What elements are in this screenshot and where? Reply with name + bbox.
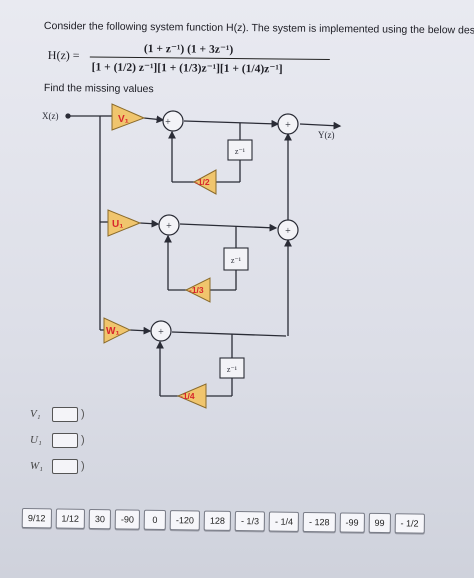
input-label: X(z) [42,111,59,121]
adder-3-sign: + [158,327,164,338]
adder-out-1 [277,113,299,135]
gain-u-label: U₁ [112,219,123,230]
adder-1 [162,110,184,132]
delay-label-3: z⁻¹ [227,365,238,374]
feedback-gain-3 [176,383,207,409]
answer-row-u: U₁ ) [30,430,85,450]
drag-tile[interactable]: 99 [368,512,391,534]
answer-label-u: U₁ [30,434,42,446]
answer-row-w: W₁ ) [30,456,85,476]
answer-box-u[interactable] [52,432,78,448]
gain-w-label: W₁ [106,326,120,337]
adder-2 [158,214,180,236]
drag-tile[interactable]: 0 [143,509,167,531]
adder-1-sign: + [165,117,171,128]
answer-box-v[interactable] [52,406,78,422]
drag-tile[interactable]: -120 [169,510,201,531]
delay-label-1: z⁻¹ [235,147,246,156]
adder-out-2 [277,219,299,241]
drag-tile[interactable]: - 1/3 [234,510,266,532]
drag-tile[interactable]: - 128 [302,511,336,533]
gain-u [107,209,142,237]
gain-v [111,103,146,131]
delay-box-2 [223,247,249,271]
answer-paren-w: ) [81,460,85,472]
drag-tile[interactable]: - 1/2 [394,513,425,534]
answer-label-v: V₁ [30,408,41,420]
drag-tile[interactable]: - 1/4 [268,511,300,532]
delay-label-2: z⁻¹ [231,256,242,265]
gain-w [103,317,132,344]
gain-v-label: V₁ [118,114,129,125]
output-label: Y(z) [318,130,335,140]
answer-label-w: W₁ [30,460,43,472]
delay-box-3 [219,357,245,379]
answer-row-v: V₁ ) [30,404,85,424]
feedback-3-label: -1/4 [180,391,195,401]
adder-out-1-sign: + [285,120,291,131]
answer-paren-u: ) [81,434,85,446]
drag-tile[interactable]: 30 [88,508,112,530]
input-node [65,113,71,119]
drag-tile[interactable]: -90 [114,509,141,530]
feedback-gain-1 [192,169,217,195]
delay-box-1 [227,139,253,161]
drag-tile[interactable]: 128 [203,510,232,531]
drag-tile[interactable]: -99 [339,512,365,533]
answer-box-w[interactable] [52,458,78,474]
feedback-gain-2 [184,277,211,303]
adder-out-2-sign: + [285,226,291,237]
drag-tile[interactable]: 1/12 [55,508,86,529]
feedback-2-label: -1/3 [189,285,204,295]
adder-3 [150,320,172,342]
adder-2-sign: + [166,221,172,232]
drag-tile[interactable]: 9/12 [21,508,52,529]
feedback-1-label: -1/2 [195,177,210,187]
answer-paren-v: ) [81,408,85,420]
